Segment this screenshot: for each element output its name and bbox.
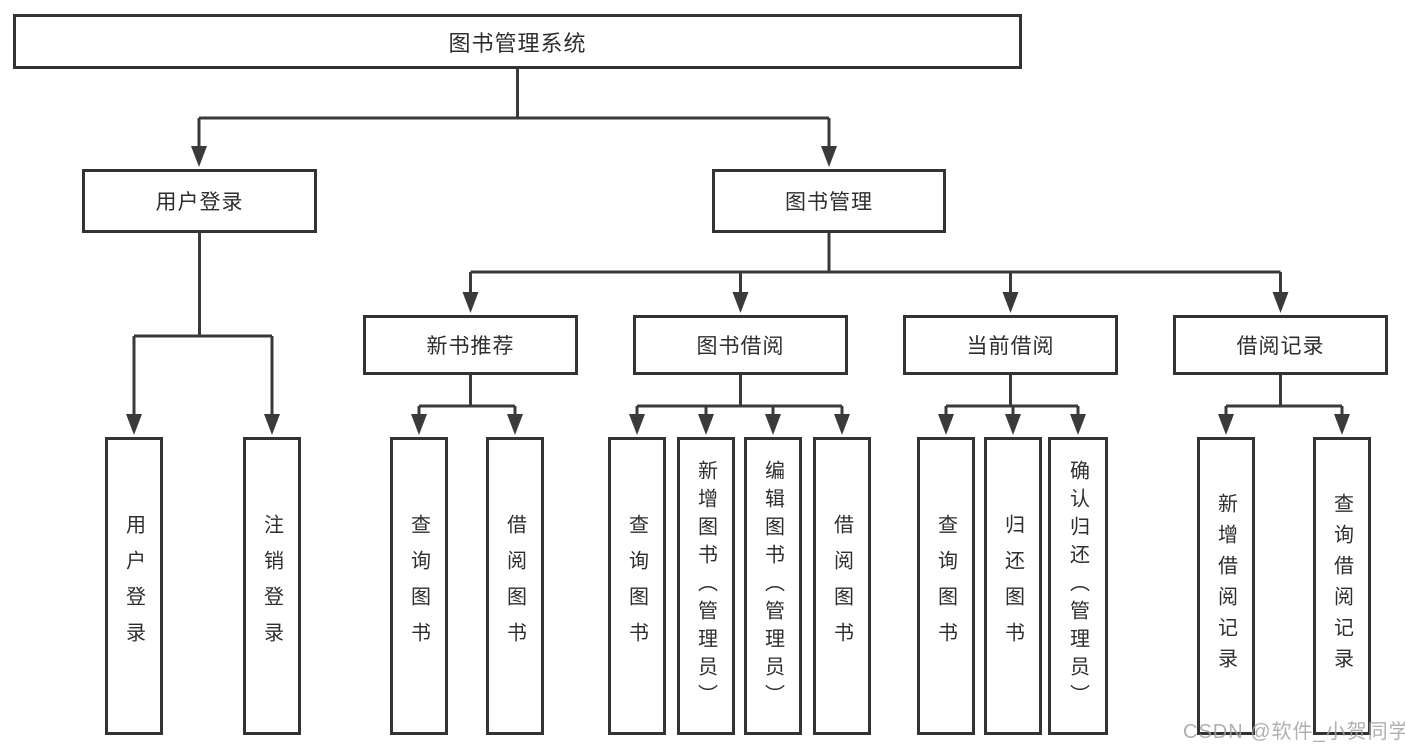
connector-borrow-records-children <box>1224 375 1344 416</box>
node-leaf-logout: 注销登录 <box>243 437 301 735</box>
connector-current-borrow-children <box>944 375 1080 416</box>
node-leaf-add-borrow-record: 新增借阅记录 <box>1197 437 1255 735</box>
node-leaf-query-books-recommend: 查询图书 <box>390 437 448 735</box>
connector-book-borrow-children <box>635 375 844 416</box>
arrowheads <box>126 146 1350 435</box>
node-leaf-user-login: 用户登录 <box>105 437 163 735</box>
node-leaf-query-books-current: 查询图书 <box>917 437 975 735</box>
node-leaf-confirm-return-admin: 确认归还（管理员） <box>1048 437 1108 735</box>
node-leaf-edit-books-admin: 编辑图书（管理员） <box>744 437 802 735</box>
node-book-management: 图书管理 <box>712 169 946 233</box>
node-leaf-borrow-books-recommend: 借阅图书 <box>486 437 544 735</box>
node-current-borrow: 当前借阅 <box>903 315 1118 375</box>
node-leaf-add-books-admin: 新增图书（管理员） <box>677 437 735 735</box>
node-library-management-system: 图书管理系统 <box>13 14 1022 69</box>
connector-book-mgmt-children <box>469 233 1282 294</box>
connector-new-book-children <box>417 375 517 416</box>
node-new-book-recommend: 新书推荐 <box>363 315 578 375</box>
csdn-watermark: CSDN @软件_小贺同学 <box>1183 721 1405 743</box>
connector-user-login-children <box>132 233 274 416</box>
node-leaf-return-books: 归还图书 <box>984 437 1042 735</box>
node-book-borrow: 图书借阅 <box>633 315 848 375</box>
node-borrow-records: 借阅记录 <box>1173 315 1388 375</box>
node-leaf-query-borrow-record: 查询借阅记录 <box>1313 437 1371 735</box>
node-leaf-borrow-books: 借阅图书 <box>813 437 871 735</box>
connector-root-to-level2 <box>197 69 831 148</box>
node-leaf-query-books-borrow: 查询图书 <box>608 437 666 735</box>
node-user-login: 用户登录 <box>82 169 317 233</box>
